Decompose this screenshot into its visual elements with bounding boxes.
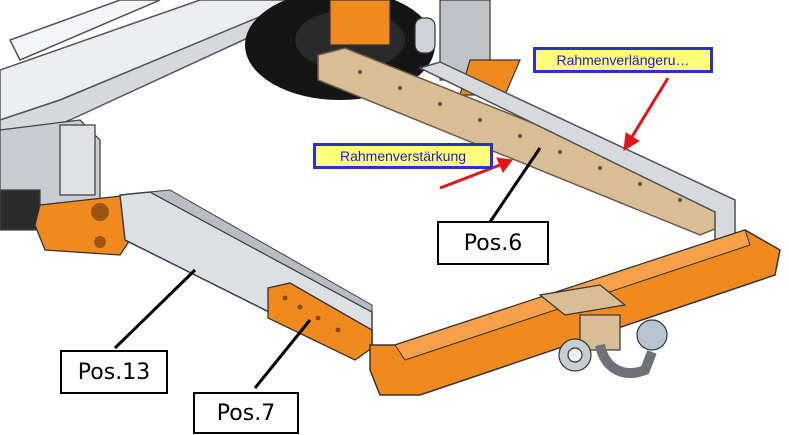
upper-mounts [329,0,521,96]
callout-frame-reinforcement: Rahmenverstärkung [313,143,493,169]
arrow-frame-extension [628,77,670,141]
plate-pos7-holes [282,295,341,333]
ball-mount-bracket [538,284,627,316]
reinforcement-holes [358,70,682,202]
leader-pos6 [488,147,542,223]
position-label-7: Pos.7 [193,392,299,434]
left-bracket [0,119,101,231]
beam-pos13-flange [148,189,373,313]
tow-ball [558,319,668,378]
position-label-13: Pos.13 [60,350,168,394]
position-label-6: Pos.6 [437,221,549,265]
mount-hole [91,203,109,221]
position-leaders [113,147,542,389]
frame-reinforcement-part [317,47,726,236]
callout-frame-extension: Rahmenverlängeru… [533,47,713,73]
leader-pos13 [113,268,197,350]
arrow-head-frame-extension [623,132,640,151]
mount-hole [94,236,106,248]
arrow-head-frame-reinforcement [496,157,513,173]
leader-pos7 [253,319,312,389]
